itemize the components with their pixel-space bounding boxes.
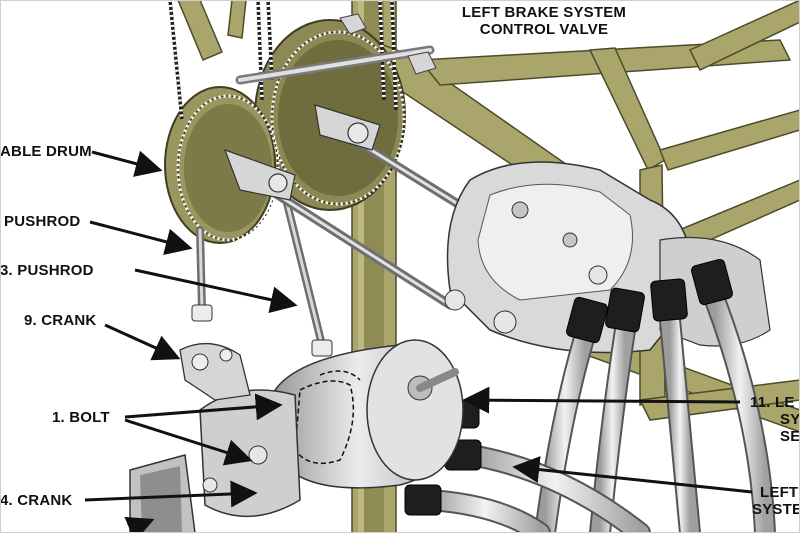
crank-4-label: 4. CRANK [0,492,73,509]
upper-support-strut [177,0,247,61]
drum-cranks [223,104,381,201]
part-11-label-line3: SE [780,428,800,445]
part-11-label-line2: SY [780,411,800,428]
lower-crank-assembly [129,389,301,533]
part-11-label-line1: 11. LE [750,394,795,411]
system-label-line1: LEFT [760,484,799,501]
brake-cylinder [274,339,464,489]
crank-9-label: 9. CRANK [24,312,97,329]
hydraulic-hoses [419,289,776,533]
control-valve-label-line2: CONTROL VALVE [479,21,609,38]
front-cable-drum [164,86,280,244]
pushrod-upper-label: PUSHROD [4,213,81,230]
part-11-label: 11. LE SY SE [750,394,800,445]
cable-drum-label: ABLE DRUM [0,143,92,160]
bolt-label: 1. BOLT [52,409,110,426]
upper-crank-9 [179,342,251,401]
control-valve-label-line1: LEFT BRAKE SYSTEM [461,4,627,21]
leader-lines [84,150,753,533]
system-label-line2: SYSTE [752,501,800,518]
drum-axle [235,13,437,85]
pushrod-lower-label: 3. PUSHROD [0,262,94,279]
control-valve-label: LEFT BRAKE SYSTEM CONTROL VALVE [452,4,636,38]
system-label: LEFT SYSTE [752,484,800,518]
hose-fittings [404,258,733,516]
